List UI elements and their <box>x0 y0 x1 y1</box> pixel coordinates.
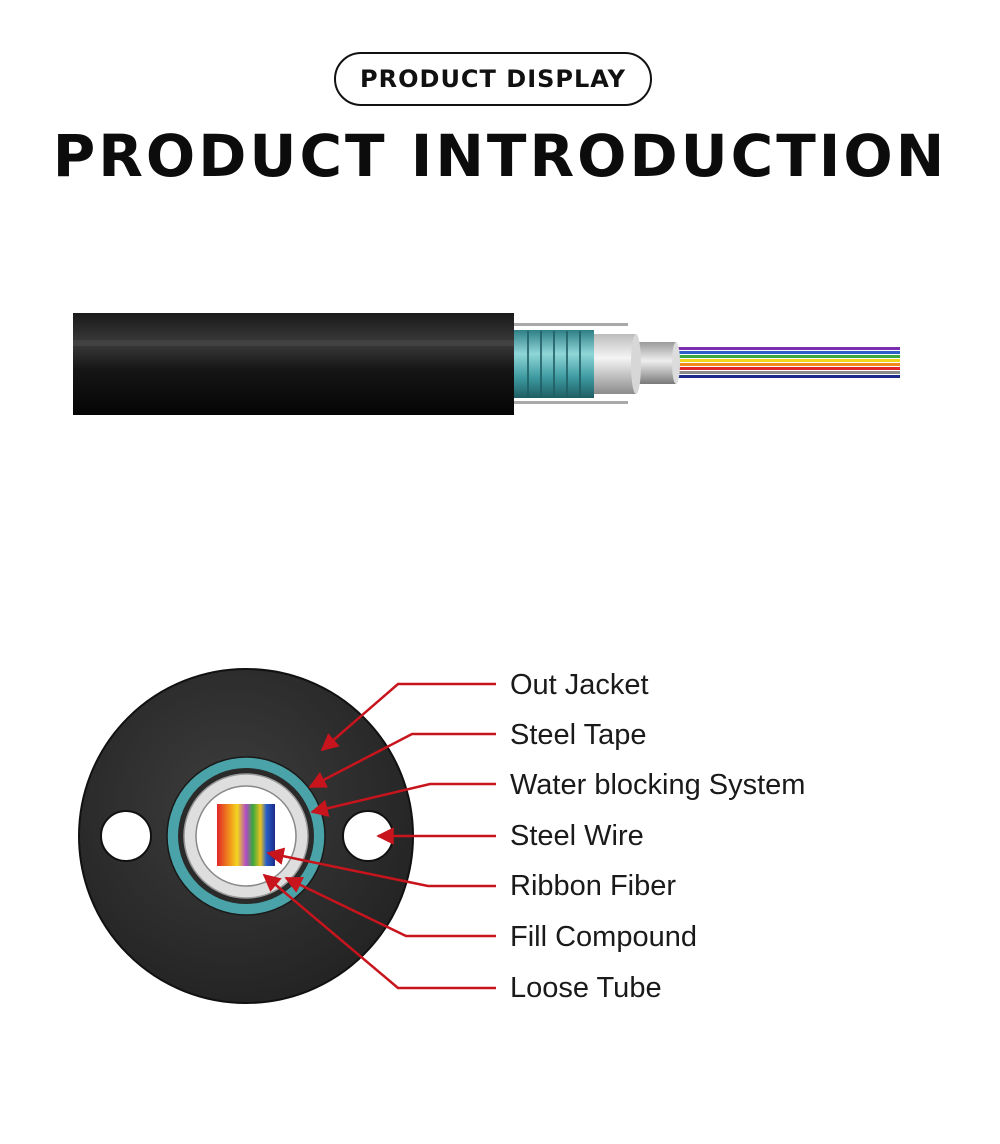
label-water-blocking-system: Water blocking System <box>510 769 806 801</box>
steel-wire-bottom <box>505 401 628 404</box>
steel-wire-hole-left <box>100 810 152 862</box>
section-badge: PRODUCT DISPLAY <box>334 52 652 106</box>
label-out-jacket: Out Jacket <box>510 669 649 701</box>
label-steel-wire: Steel Wire <box>510 820 644 852</box>
cable-side-view <box>73 313 900 415</box>
loose-tube-side <box>590 334 636 394</box>
label-fill-compound: Fill Compound <box>510 921 697 953</box>
label-loose-tube: Loose Tube <box>510 972 662 1004</box>
fiber-strands <box>672 347 900 378</box>
page-title: PRODUCT INTRODUCTION <box>52 122 948 190</box>
cable-cross-section <box>78 668 414 1004</box>
label-ribbon-fiber: Ribbon Fiber <box>510 870 677 902</box>
label-steel-tape: Steel Tape <box>510 719 647 751</box>
steel-wire-top <box>505 323 628 326</box>
outer-jacket-side <box>73 313 514 415</box>
ribbon-fiber-section <box>217 804 275 866</box>
leader-lines <box>262 682 496 990</box>
